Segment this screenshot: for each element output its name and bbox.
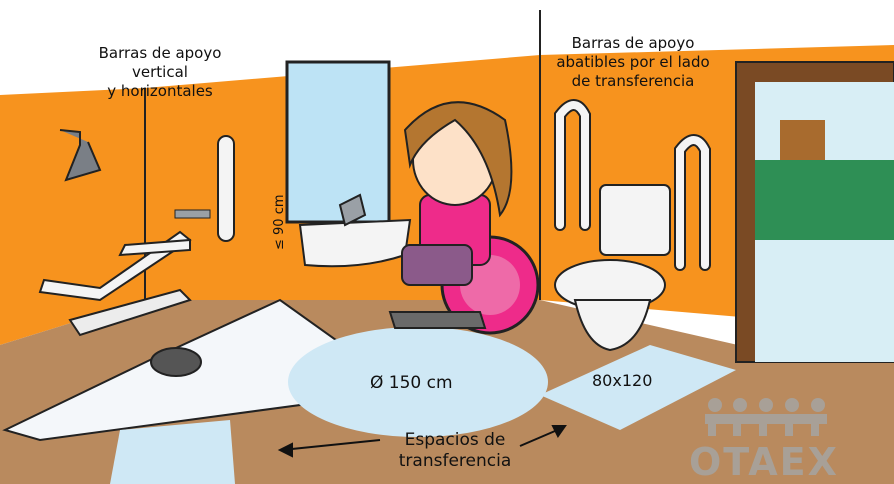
turning-circle [288,327,548,437]
sink [174,193,412,268]
shower-seat [68,288,192,337]
transfer-spaces-label: Espacios de transferencia [398,430,512,471]
shower-head-icon [59,129,102,182]
transfer-area-left [110,420,235,484]
grab-bars-left-label: Barras de apoyo vertical y horizontales [98,44,222,100]
woman-in-wheelchair [388,101,540,335]
toilet [554,184,671,352]
turning-circle-label: Ø 150 cm [370,373,453,393]
mirror [285,60,391,224]
otaex-logo: OTAEX [689,440,839,484]
grab-bars-right-label: Barras de apoyo abatibles por el lado de… [556,34,710,90]
transfer-area-label: 80x120 [592,371,653,390]
doorway [735,61,894,363]
grab-bars-right-inner [556,101,709,269]
transfer-area [540,345,736,430]
shower-drain [150,347,202,377]
otaex-logo-figures-icon [705,398,827,436]
sink-height-label: ≤ 90 cm [272,194,287,250]
grab-bars-left [38,135,235,302]
transfer-arrows [277,425,567,458]
